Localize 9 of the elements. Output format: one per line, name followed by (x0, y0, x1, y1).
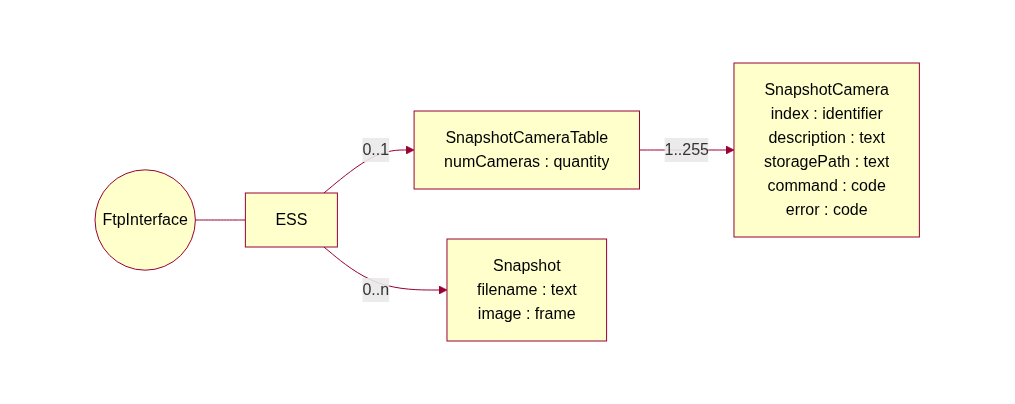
node-circle: FtpInterface (94, 169, 197, 271)
node-box: ESS (245, 192, 339, 248)
node-box: SnapshotCameraTable numCameras : quantity (413, 110, 641, 190)
node-box: SnapshotCamera index : identifier description : text storagePath : text command : code error : code (733, 62, 921, 238)
edge-label: 0..1 (362, 141, 390, 158)
node-box: Snapshot filename : text image : frame (446, 238, 608, 342)
edge-label: 0..n (362, 281, 390, 298)
connector (195, 219, 247, 221)
edge-label: 1..255 (664, 141, 710, 158)
